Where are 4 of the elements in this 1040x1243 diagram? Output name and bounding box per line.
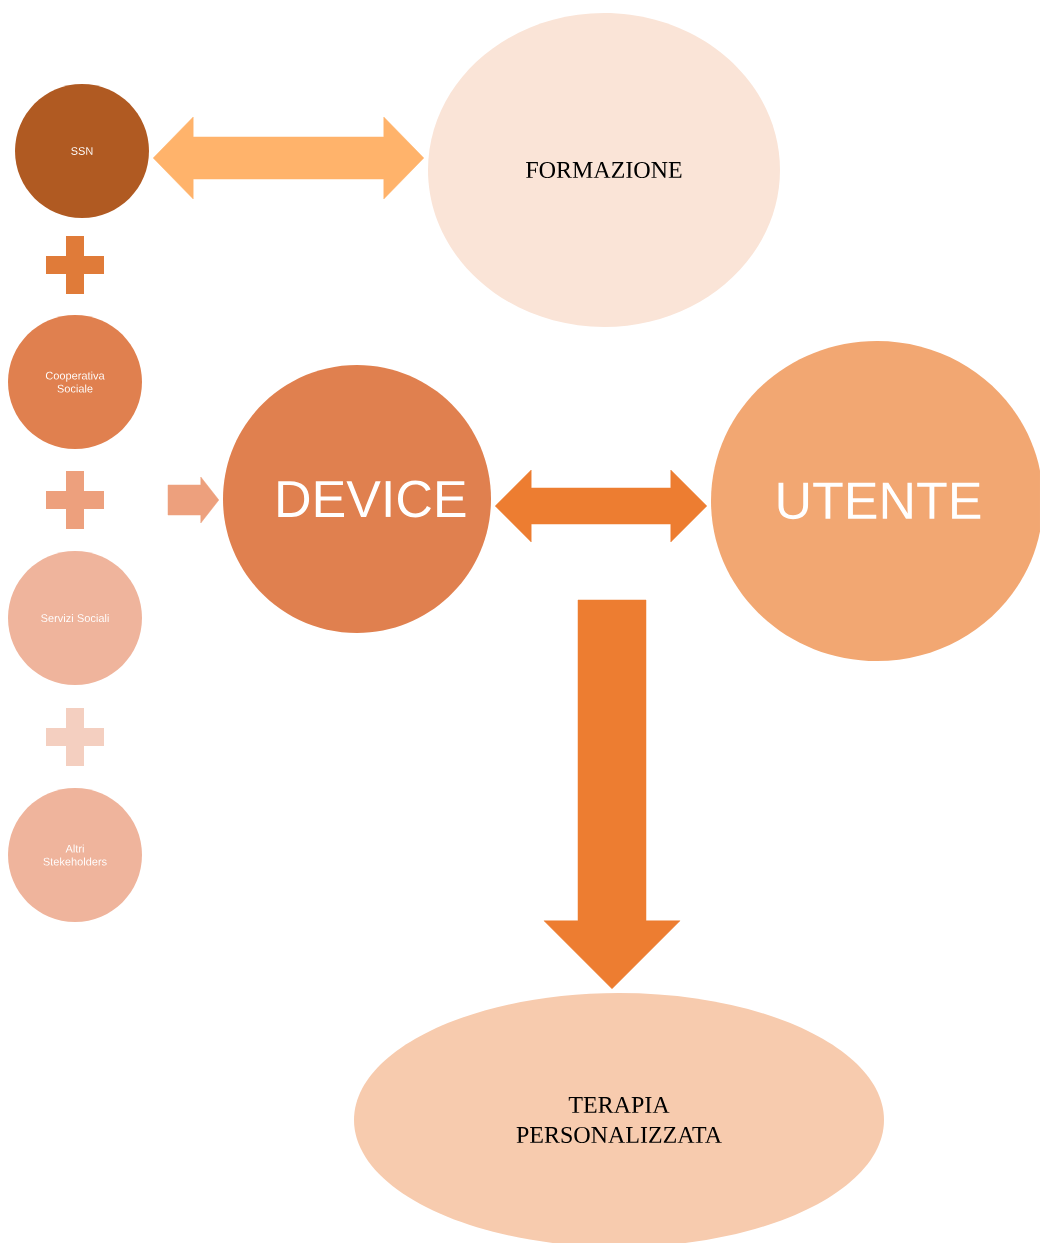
block-arrow <box>494 469 708 543</box>
block-arrow <box>167 476 220 524</box>
block-arrow <box>543 599 681 990</box>
block-arrow <box>152 116 425 200</box>
